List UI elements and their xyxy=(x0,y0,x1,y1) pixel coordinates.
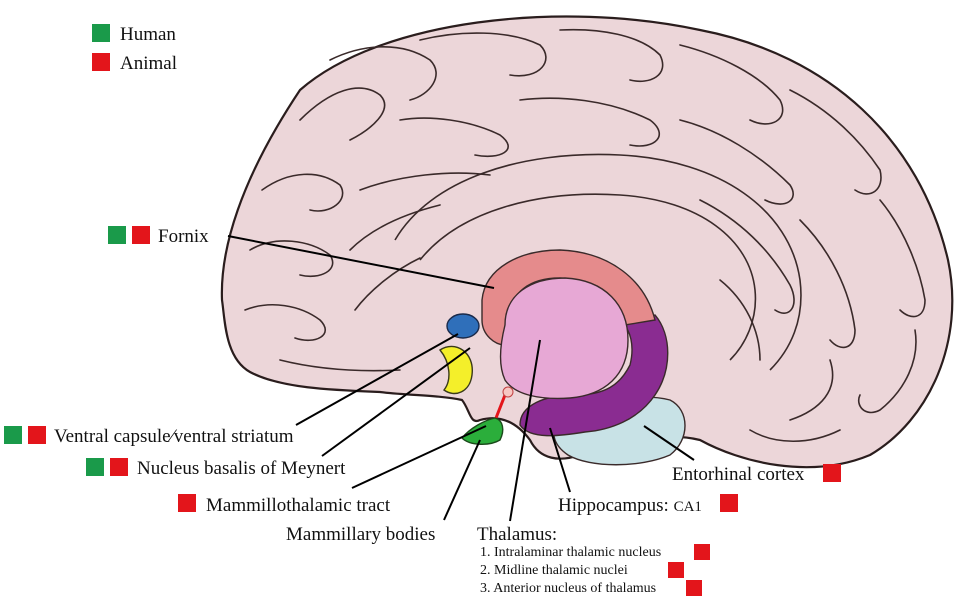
callosal-sulcus xyxy=(419,193,757,361)
thalamus-label: Thalamus: xyxy=(477,524,557,545)
mammillothalamic-tract-region xyxy=(494,394,507,419)
ventral-capsule-callout: Ventral capsule⁄ventral striatum xyxy=(4,333,459,447)
hippocampus-region-name: CA1 xyxy=(674,499,702,515)
legend: Human Animal xyxy=(92,24,177,74)
nucleus-basalis-label: Nucleus basalis of Meynert xyxy=(137,458,346,479)
animal-marker xyxy=(686,580,702,596)
mammillary-bodies-region xyxy=(461,417,504,445)
cingulate-sulcus xyxy=(394,153,802,371)
animal-marker xyxy=(668,562,684,578)
entorhinal-label: Entorhinal cortex xyxy=(672,464,805,485)
thalamus-nucleus-2: 2. Midline thalamic nuclei xyxy=(480,563,628,578)
nucleus-basalis-region xyxy=(438,345,473,395)
mammillary-callout: Mammillary bodies xyxy=(286,439,481,545)
thalamus-callout: Thalamus: 1. Intralaminar thalamic nucle… xyxy=(477,339,710,596)
ventral-capsule-label: Ventral capsule⁄ventral striatum xyxy=(54,426,294,447)
entorhinal-callout: Entorhinal cortex xyxy=(643,425,841,485)
animal-marker xyxy=(28,426,46,444)
human-marker xyxy=(86,458,104,476)
ventral-capsule-region xyxy=(446,313,480,339)
animal-marker xyxy=(110,458,128,476)
mammillothalamic-tract-head xyxy=(502,386,514,398)
thalamus-region xyxy=(499,277,629,400)
nucleus-basalis-callout: Nucleus basalis of Meynert xyxy=(86,347,471,479)
legend-human-swatch xyxy=(92,24,110,42)
mammillothalamic-label: Mammillothalamic tract xyxy=(206,495,391,516)
animal-marker xyxy=(823,464,841,482)
legend-human-label: Human xyxy=(120,24,176,45)
hippocampus-callout: Hippocampus: CA1 xyxy=(549,427,738,516)
mammillary-label: Mammillary bodies xyxy=(286,524,435,545)
fornix-callout: Fornix xyxy=(108,226,495,289)
hippocampus-name: Hippocampus: xyxy=(558,495,674,516)
gyri-pattern xyxy=(244,28,926,443)
legend-animal-label: Animal xyxy=(120,53,177,74)
hippocampus-label: Hippocampus: CA1 xyxy=(558,495,702,516)
animal-marker xyxy=(694,544,710,560)
thalamus-nucleus-1: 1. Intralaminar thalamic nucleus xyxy=(480,545,661,560)
fornix-label: Fornix xyxy=(158,226,209,247)
animal-marker xyxy=(720,494,738,512)
human-marker xyxy=(4,426,22,444)
animal-marker xyxy=(132,226,150,244)
animal-marker xyxy=(178,494,196,512)
legend-animal-swatch xyxy=(92,53,110,71)
mammillothalamic-callout: Mammillothalamic tract xyxy=(178,425,487,516)
thalamus-nucleus-3: 3. Anterior nucleus of thalamus xyxy=(480,581,656,596)
human-marker xyxy=(108,226,126,244)
